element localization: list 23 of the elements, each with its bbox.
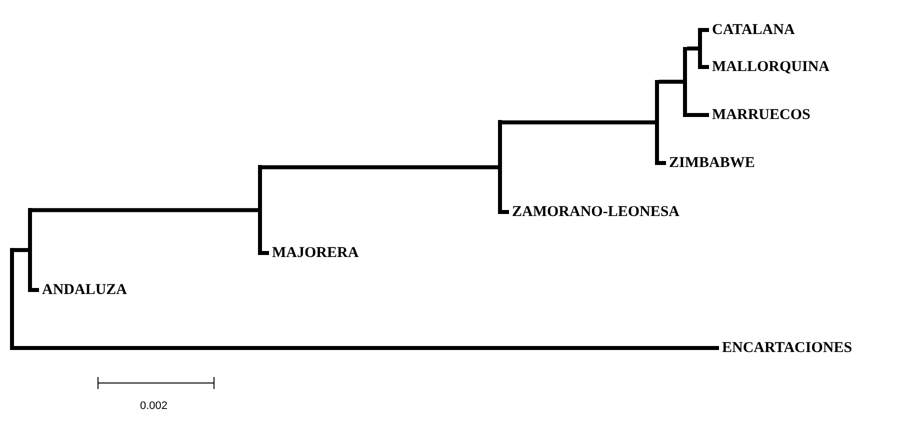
taxon-label: ZAMORANO-LEONESA (512, 203, 680, 221)
branch-line (14, 248, 28, 252)
branch-line (687, 113, 709, 117)
scale-value: 0.002 (140, 400, 168, 413)
taxon-label: MALLORQUINA (712, 58, 830, 76)
branch-line (659, 80, 683, 84)
branch-line (32, 288, 39, 292)
branch-line (502, 210, 509, 214)
taxon-label: MARRUECOS (712, 106, 810, 124)
branch-line (32, 208, 258, 212)
branch-line (702, 65, 709, 69)
taxon-label: ZIMBABWE (669, 154, 755, 172)
taxon-label: CATALANA (712, 21, 795, 39)
branch-line (262, 251, 269, 255)
branch-line (502, 120, 655, 124)
branch-line (687, 46, 698, 50)
branch-line (14, 346, 719, 350)
taxon-label: MAJORERA (272, 244, 359, 262)
taxon-label: ANDALUZA (42, 281, 128, 299)
taxon-label: ENCARTACIONES (722, 339, 852, 357)
branch-line (262, 165, 498, 170)
branch-line (659, 161, 666, 165)
branch-line (702, 28, 709, 32)
